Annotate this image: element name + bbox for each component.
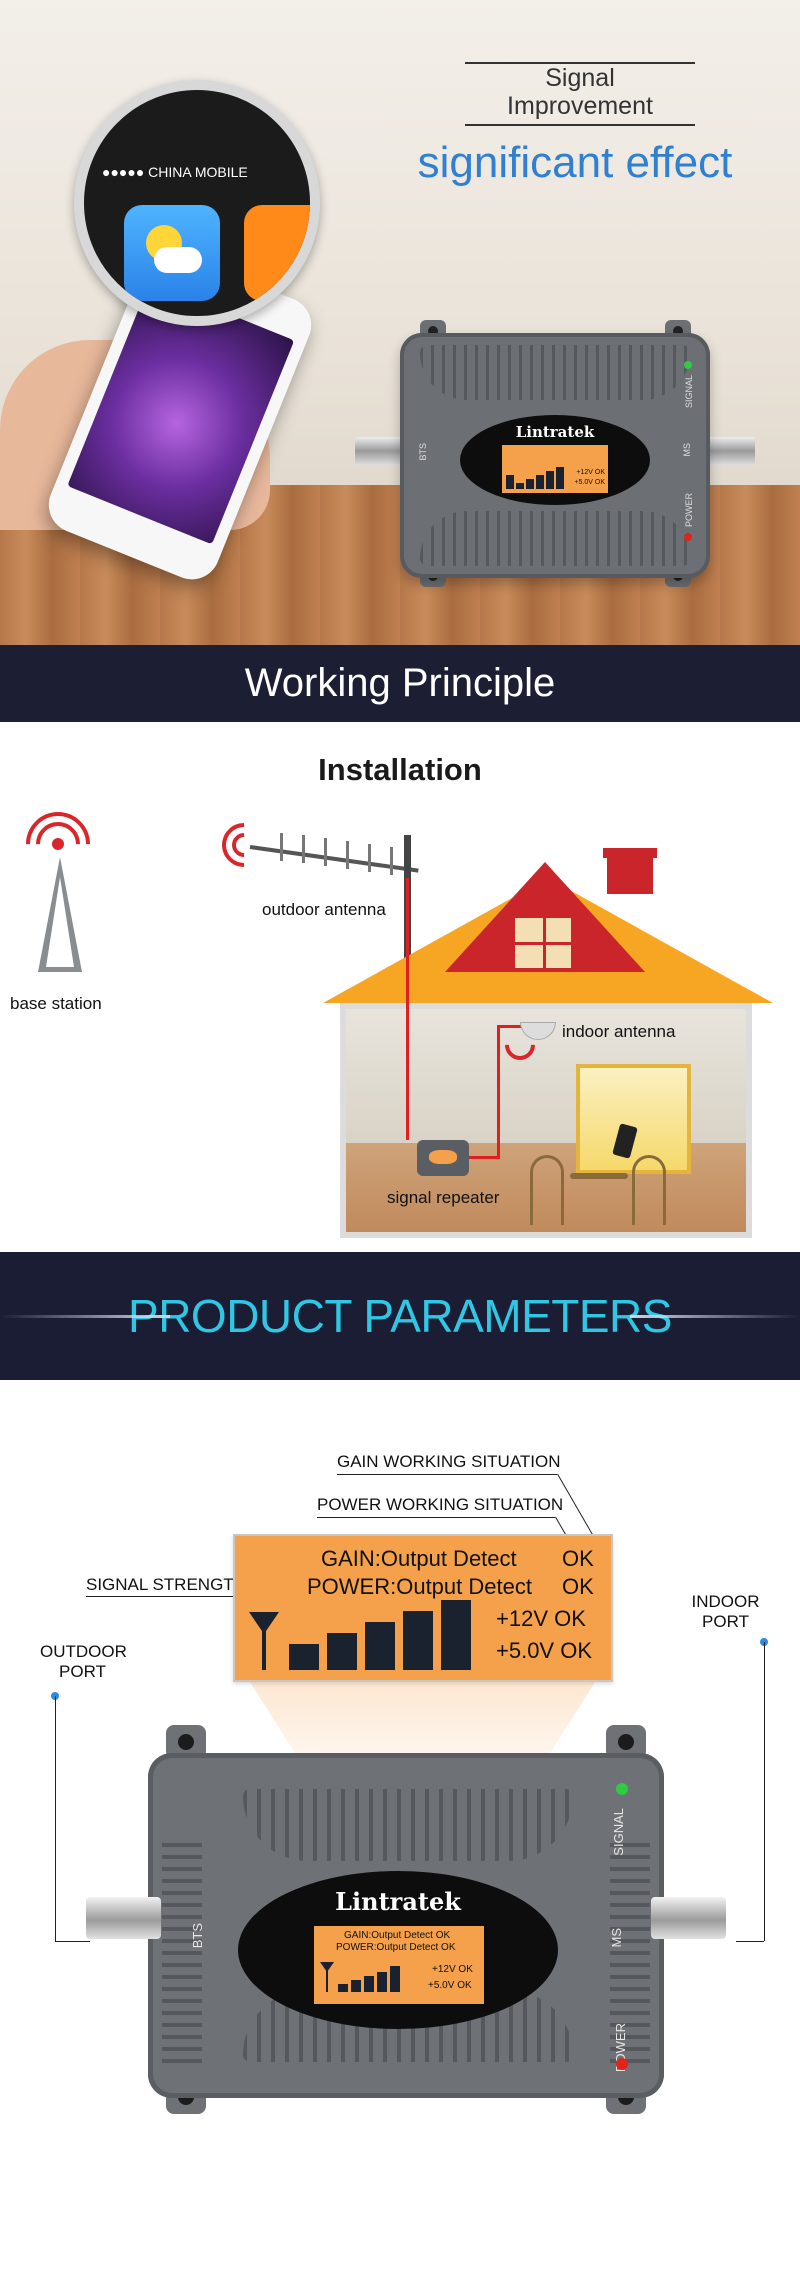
ms-label: MS bbox=[682, 443, 692, 457]
power-led-icon bbox=[684, 533, 692, 541]
hero-repeater-device: Lintratek +12V OK +5.0V OK BTS MS SIG bbox=[355, 315, 755, 595]
signal-line-1: Signal bbox=[545, 64, 615, 92]
antenna-signal-icon bbox=[320, 1962, 334, 1992]
gain-situation-callout: GAIN WORKING SITUATION bbox=[337, 1452, 561, 1471]
signal-label: SIGNAL bbox=[611, 1808, 626, 1856]
phone-small-icon bbox=[612, 1123, 638, 1159]
indoor-port-connector bbox=[651, 1897, 726, 1939]
signal-strength-callout: SIGNAL STRENGTH bbox=[86, 1575, 246, 1594]
product-repeater: Lintratek GAIN:Output Detect OK POWER:Ou… bbox=[86, 1725, 726, 2120]
signal-label: SIGNAL bbox=[684, 375, 694, 409]
hero-banner: Signal Improvement significant effect ●●… bbox=[0, 0, 800, 645]
bts-label: BTS bbox=[190, 1923, 205, 1949]
signal-repeater-label: signal repeater bbox=[387, 1188, 500, 1207]
signal-bar bbox=[365, 1622, 395, 1670]
signal-led-icon bbox=[684, 361, 692, 369]
outdoor-port-callout: OUTDOOR PORT bbox=[40, 1642, 127, 1681]
lcd-ok-1: OK bbox=[562, 1546, 594, 1571]
table-chairs-image bbox=[530, 1123, 670, 1225]
indoor-cable-top bbox=[497, 1025, 522, 1028]
device-lcd: GAIN:Output Detect OK POWER:Output Detec… bbox=[314, 1926, 484, 2004]
base-station-icon bbox=[8, 798, 108, 992]
lcd-gain-text: GAIN:Output Detect bbox=[321, 1546, 517, 1571]
params-title: PRODUCT PARAMETERS bbox=[128, 1290, 672, 1342]
signal-led-icon bbox=[616, 1783, 628, 1795]
signal-bar bbox=[403, 1611, 433, 1670]
brand-logo: Lintratek bbox=[515, 423, 595, 441]
lcd-ok-2: OK bbox=[562, 1574, 594, 1599]
working-principle-band: Working Principle bbox=[0, 645, 800, 722]
indoor-cable-v bbox=[497, 1025, 500, 1159]
power-label: POWER bbox=[684, 493, 694, 528]
power-situation-callout: POWER WORKING SITUATION bbox=[317, 1495, 564, 1514]
repeater-body: Lintratek GAIN:Output Detect OK POWER:Ou… bbox=[148, 1753, 664, 2098]
ms-label: MS bbox=[609, 1928, 624, 1948]
power-led-icon bbox=[616, 2058, 628, 2070]
app-icon bbox=[244, 205, 310, 301]
headline: significant effect bbox=[417, 138, 733, 187]
signal-bar bbox=[289, 1644, 319, 1670]
brand-logo: Lintratek bbox=[335, 1887, 461, 1916]
carrier-status: ●●●●● CHINA MOBILE bbox=[102, 164, 248, 180]
outdoor-port-connector bbox=[86, 1897, 161, 1939]
bts-label: BTS bbox=[418, 443, 428, 461]
lcd-power-text: POWER:Output Detect bbox=[307, 1574, 532, 1599]
band-title: Working Principle bbox=[244, 661, 556, 705]
antenna-signal-icon bbox=[249, 1612, 279, 1670]
product-parameters-band: PRODUCT PARAMETERS bbox=[0, 1252, 800, 1380]
indoor-port-callout: INDOOR PORT bbox=[691, 1592, 760, 1631]
base-station-label: base station bbox=[10, 994, 102, 1013]
indoor-antenna-label: indoor antenna bbox=[562, 1022, 676, 1041]
weather-app-icon bbox=[124, 205, 220, 301]
lcd-12v: +12V OK bbox=[496, 1606, 586, 1631]
signal-bar bbox=[327, 1633, 357, 1670]
signal-improvement-box: Signal Improvement bbox=[465, 62, 695, 126]
signal-bar bbox=[441, 1600, 471, 1670]
outdoor-cable bbox=[406, 878, 409, 1140]
lcd-screen: +12V OK +5.0V OK bbox=[502, 445, 608, 493]
signal-bars-icon bbox=[506, 465, 566, 489]
outdoor-antenna-icon bbox=[212, 813, 430, 883]
display-oval: Lintratek GAIN:Output Detect OK POWER:Ou… bbox=[238, 1871, 558, 2029]
signal-repeater-icon bbox=[417, 1140, 469, 1176]
lcd-zoom-panel: GAIN:Output Detect POWER:Output Detect O… bbox=[233, 1534, 613, 1682]
signal-line-2: Improvement bbox=[507, 92, 653, 120]
indoor-cable-h bbox=[469, 1156, 499, 1159]
lcd-5v: +5.0V OK bbox=[496, 1638, 593, 1663]
installation-title: Installation bbox=[318, 752, 482, 787]
repeater-body: Lintratek +12V OK +5.0V OK BTS MS SIG bbox=[400, 333, 710, 578]
display-oval: Lintratek +12V OK +5.0V OK bbox=[460, 415, 650, 505]
attic-window bbox=[512, 915, 574, 971]
magnifier-circle: ●●●●● CHINA MOBILE bbox=[74, 80, 320, 326]
